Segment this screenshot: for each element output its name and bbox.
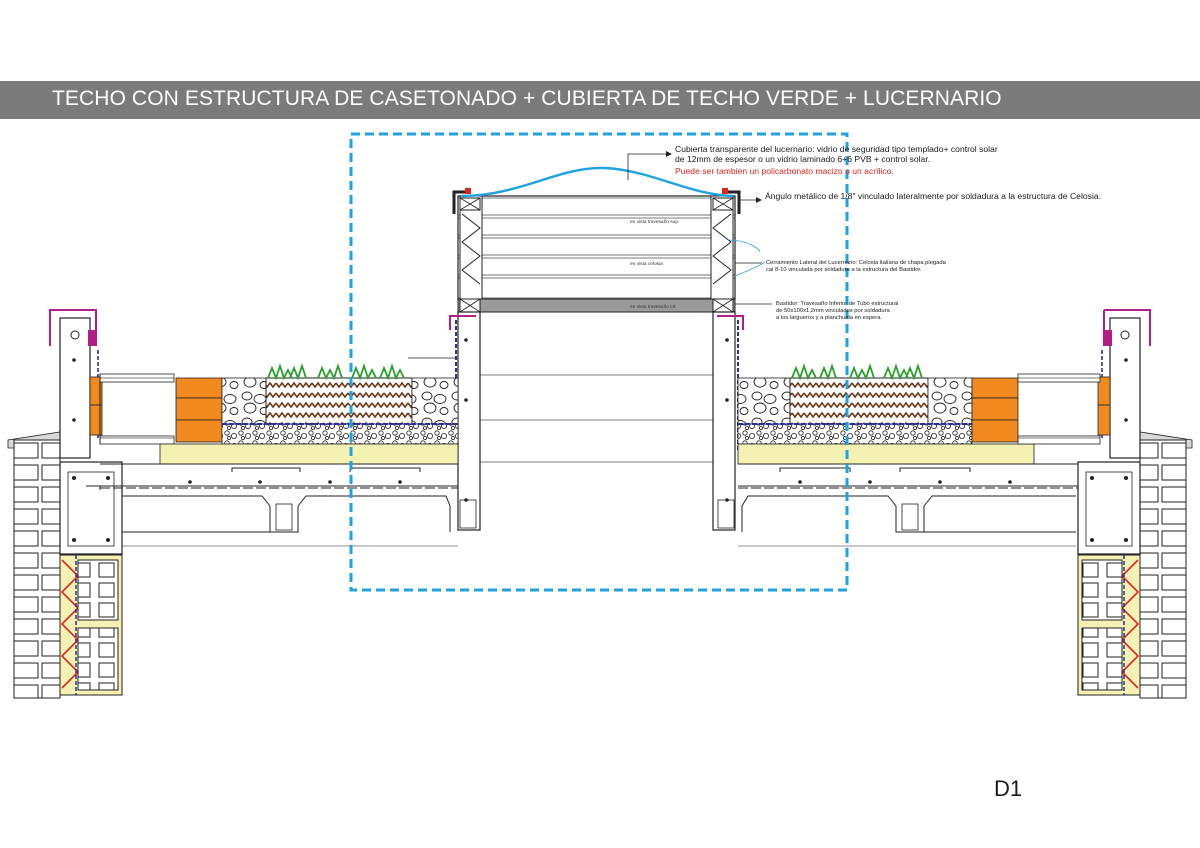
note-cubierta-line1: Cubierta transparente del lucernario: vi… bbox=[675, 144, 998, 154]
right-parapet-and-wall bbox=[971, 309, 1193, 699]
label-travesano-inf: en vista travesaño inf. bbox=[630, 304, 677, 310]
annotation-leaders bbox=[408, 151, 772, 359]
right-green-roof bbox=[717, 363, 1100, 547]
annotation-texts: Cubierta transparente del lucernario: vi… bbox=[630, 144, 1101, 321]
left-green-roof bbox=[100, 363, 477, 547]
skylight bbox=[449, 166, 744, 531]
sheet-number: D1 bbox=[994, 776, 1023, 801]
note-cerramiento-line1: Cerramiento Lateral del Lucernario: Celo… bbox=[766, 260, 947, 266]
note-bastidor-line2: de 50x100x1,2mm vinculados por soldadura bbox=[776, 308, 891, 314]
note-cubierta-line2: de 12mm de espesor o un vidrio laminado … bbox=[675, 154, 930, 164]
note-angulo: Ángulo metálico de 1/8" vinculado latera… bbox=[765, 191, 1101, 201]
note-bastidor-line3: a los largueros y a planchuela en espera… bbox=[776, 315, 882, 321]
note-cubierta-alt: Puede ser tambien un policarbonato maciz… bbox=[675, 166, 894, 176]
glass-cover-curve bbox=[461, 166, 734, 198]
label-travesano-sup: en vista travesaño sup. bbox=[630, 219, 679, 225]
title-bar: TECHO CON ESTRUCTURA DE CASETONADO + CUB… bbox=[0, 81, 1200, 119]
left-parapet-and-wall bbox=[7, 309, 223, 699]
note-cerramiento-line2: cal 8-10 vinculada por soldadura a la es… bbox=[766, 267, 922, 273]
drawing-title: TECHO CON ESTRUCTURA DE CASETONADO + CUB… bbox=[52, 87, 1002, 110]
label-celosia: en vista celosia bbox=[630, 261, 663, 267]
note-bastidor-line1: Bastidor: Travesaño Inferior de Tubo est… bbox=[776, 301, 898, 307]
